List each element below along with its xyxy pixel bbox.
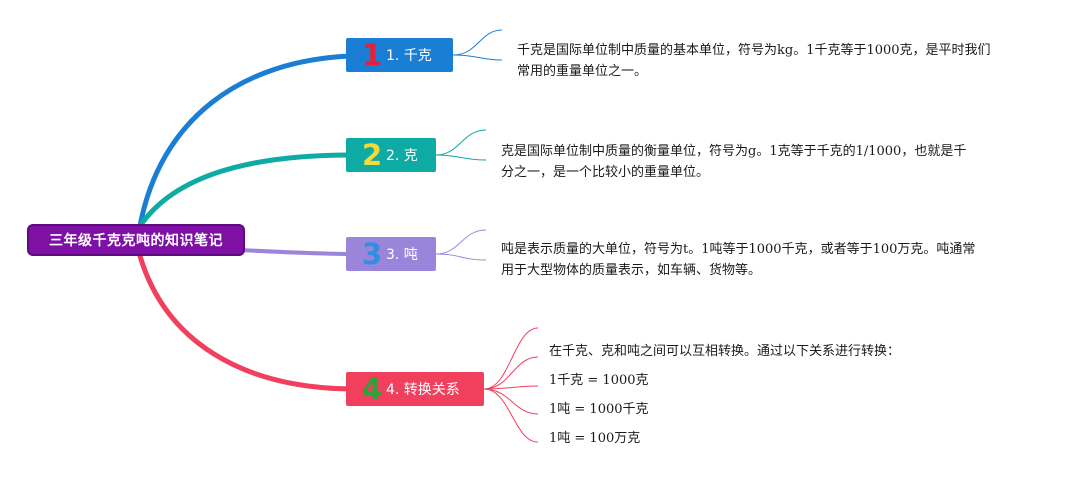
connector-detail-3a: [435, 229, 487, 255]
root-title: 三年级千克克吨的知识笔记: [49, 233, 223, 249]
description-line: 分之一，是一个比较小的重量单位。: [501, 165, 710, 180]
branch-label: 1. 千克: [386, 48, 432, 64]
connector-detail-2a: [435, 129, 487, 156]
connector-root-branch-1: [137, 53, 355, 229]
description-line: 克是国际单位制中质量的衡量单位，符号为g。1克等于千克的1/1000，也就是千: [501, 144, 967, 159]
connector-detail-4d: [483, 388, 539, 415]
connector-detail-3b: [435, 253, 487, 261]
connector-detail-4b: [483, 356, 539, 390]
connector-detail-2b: [435, 154, 487, 161]
connector-root-branch-2: [137, 152, 355, 229]
description-line: 常用的重量单位之一。: [517, 64, 648, 79]
connector-detail-4e: [483, 388, 539, 443]
branch-node-gram[interactable]: 2 2. 克: [346, 138, 436, 172]
branch-node-conversion[interactable]: 4 4. 转换关系: [346, 372, 484, 406]
connector-detail-4a: [483, 327, 539, 390]
description-line: 吨是表示质量的大单位，符号为t。1吨等于1000千克，或者等于100万克。吨通常: [501, 242, 976, 257]
conversion-intro: 在千克、克和吨之间可以互相转换。通过以下关系进行转换：: [549, 344, 901, 359]
branch-number-icon: 3: [362, 236, 383, 271]
description-line: 千克是国际单位制中质量的基本单位，符号为kg。1千克等于1000克，是平时我们: [517, 43, 991, 58]
branch-description-ton: 吨是表示质量的大单位，符号为t。1吨等于1000千克，或者等于100万克。吨通常…: [501, 239, 975, 281]
branch-label: 2. 克: [386, 148, 418, 164]
conversion-rule-t-kg: 1吨 = 1000千克: [549, 402, 649, 417]
connector-detail-1b: [452, 54, 503, 61]
branch-number-icon: 4: [362, 371, 383, 406]
description-line: 用于大型物体的质量表示，如车辆、货物等。: [501, 263, 762, 278]
branch-node-ton[interactable]: 3 3. 吨: [346, 237, 436, 271]
conversion-rule-kg-g: 1千克 = 1000克: [549, 373, 649, 388]
branch-description-gram: 克是国际单位制中质量的衡量单位，符号为g。1克等于千克的1/1000，也就是千 …: [501, 141, 966, 183]
connector-detail-1a: [452, 29, 503, 56]
connector-detail-4c: [483, 385, 539, 390]
conversion-rule-t-g: 1吨 = 100万克: [549, 431, 641, 446]
branch-node-kilogram[interactable]: 1 1. 千克: [346, 38, 453, 72]
branch-label: 3. 吨: [386, 247, 418, 263]
branch-number-icon: 1: [362, 37, 383, 72]
connector-root-branch-3: [238, 248, 354, 256]
root-node[interactable]: 三年级千克克吨的知识笔记: [27, 224, 245, 256]
connector-root-branch-4: [137, 253, 355, 392]
branch-number-icon: 2: [362, 137, 383, 172]
branch-description-kilogram: 千克是国际单位制中质量的基本单位，符号为kg。1千克等于1000克，是平时我们 …: [517, 40, 991, 82]
branch-label: 4. 转换关系: [386, 382, 460, 398]
